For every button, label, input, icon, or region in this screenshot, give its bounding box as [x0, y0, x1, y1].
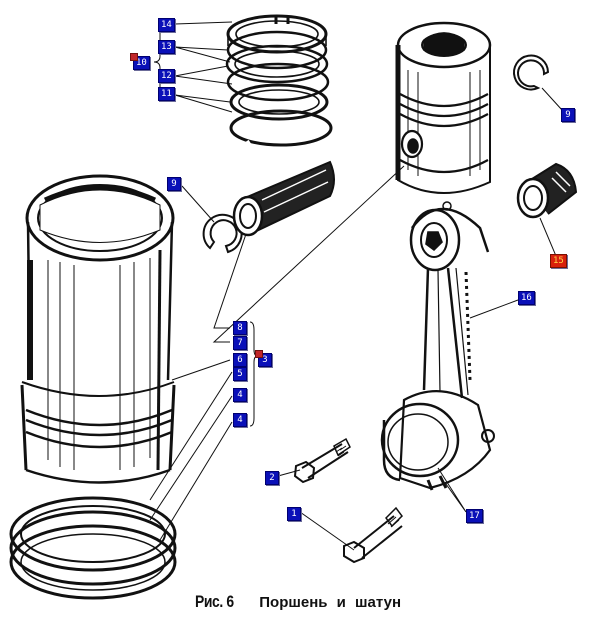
- callout-12[interactable]: 12: [158, 69, 175, 83]
- callout-13[interactable]: 13: [158, 40, 175, 54]
- callout-1[interactable]: 1: [287, 507, 301, 521]
- callout-3-marker: [255, 350, 263, 358]
- callout-15[interactable]: 15: [550, 254, 567, 268]
- callout-9-left[interactable]: 9: [167, 177, 181, 191]
- pin-bushing[interactable]: [516, 162, 578, 219]
- callout-16[interactable]: 16: [518, 291, 535, 305]
- figure-caption: Рис. 6 Поршень и шатун: [195, 592, 401, 612]
- callout-9-right[interactable]: 9: [561, 108, 575, 122]
- callout-8[interactable]: 8: [233, 321, 247, 335]
- liner-seal-rings[interactable]: [9, 496, 177, 600]
- callout-6[interactable]: 6: [233, 353, 247, 367]
- circlip-right[interactable]: [513, 54, 550, 91]
- callout-11[interactable]: 11: [158, 87, 175, 101]
- piston-pin[interactable]: [232, 160, 335, 237]
- callout-5[interactable]: 5: [233, 367, 247, 381]
- bolt-1[interactable]: [343, 506, 403, 564]
- circlip-left[interactable]: [202, 213, 243, 254]
- figure-number: Рис. 6: [195, 592, 234, 611]
- callout-10-marker: [130, 53, 138, 61]
- piston[interactable]: [395, 21, 492, 194]
- leader-lines: [149, 21, 563, 551]
- callout-17[interactable]: 17: [466, 509, 483, 523]
- callout-4-lower[interactable]: 4: [233, 413, 247, 427]
- figure-title: Поршень и шатун: [259, 594, 402, 611]
- callout-2[interactable]: 2: [265, 471, 279, 485]
- callout-7[interactable]: 7: [233, 336, 247, 350]
- cylinder-liner[interactable]: [20, 174, 176, 484]
- callout-4-upper[interactable]: 4: [233, 388, 247, 402]
- callout-14[interactable]: 14: [158, 18, 175, 32]
- connecting-rod[interactable]: [380, 201, 495, 491]
- piston-rings-set[interactable]: [225, 14, 333, 153]
- bolt-2[interactable]: [293, 437, 351, 484]
